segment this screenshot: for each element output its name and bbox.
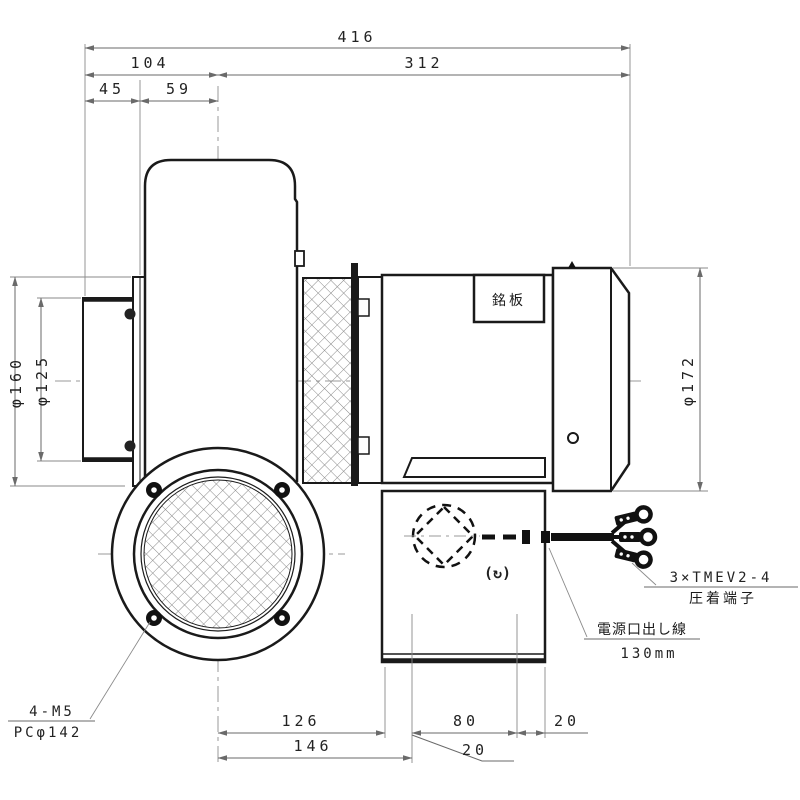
dim-312-text: 312 [404,54,443,72]
drain-hole [567,432,579,444]
dim-104-text: 104 [130,54,169,72]
dimension-416: 416 [84,28,631,51]
dimension-59: 59 [139,80,219,104]
dim-20-gap-text: 20 [462,741,488,759]
fan-guard-section [302,263,383,486]
grommet-outer [541,531,550,543]
flange-screw-bottom [124,440,136,452]
housing-outline [143,158,299,488]
terminal-type-label: 3×TMEV2-4 [670,570,773,586]
housing-tab [294,250,305,267]
dim-126-text: 126 [281,712,320,730]
inlet-duct-side-view [82,276,148,487]
inlet-duct-walls [83,298,133,461]
dimension-20-end: 20 [516,712,588,736]
terminal-callout: 3×TMEV2-4 圧着端子 [631,562,798,606]
power-lead [404,505,658,569]
dim-phi160-text: φ160 [7,356,25,408]
rotation-mark: (↻) [484,564,511,582]
motor-assembly: 銘板 [380,261,631,493]
dim-45-text: 45 [99,80,125,98]
lead-length-label: 130mm [620,646,677,662]
guard-mesh-side [302,277,354,484]
dimension-phi160: φ160 [7,276,25,487]
inlet-duct [82,297,134,462]
motor-end-cap [551,266,631,493]
mount-screws-label: 4-M5 [29,704,75,720]
mount-pitch-label: PCφ142 [14,725,83,741]
end-cap-screw [568,261,576,268]
crimp-terminal-2 [619,527,658,547]
outlet-box: (↻) [380,489,547,664]
lead-wire-label: 電源口出し線 [597,621,687,637]
dimension-146: 146 [217,737,413,761]
lead-wire-callout: 電源口出し線 130mm [548,547,700,662]
dim-phi172-text: φ172 [679,354,697,406]
bracket-notch-bottom [357,436,370,455]
motor-foot [402,457,546,478]
dimension-phi172: φ172 [679,267,703,492]
scroll-housing [143,158,305,488]
crimp-terminal-3 [614,548,653,569]
dim-20-end-text: 20 [554,712,580,730]
dim-59-text: 59 [166,80,192,98]
flange-screw-top [124,308,136,320]
dim-146-text: 146 [293,737,332,755]
grommet-inner [522,530,530,544]
outlet-duct [380,489,547,664]
dimension-phi125: φ125 [33,297,51,462]
bracket-notch-top [357,298,370,317]
extension-lines [10,44,708,763]
dimension-45: 45 [84,80,141,104]
guard-mesh-front [143,479,293,629]
mounting-flange-plate [351,263,358,486]
dimension-20-gap: 20 [411,734,514,762]
crimp-terminal-1 [614,505,653,526]
dimension-104: 104 [84,54,219,78]
dimension-126: 126 [217,712,386,736]
dim-416-text: 416 [337,28,376,46]
mounting-callout: 4-M5 PCφ142 [8,621,151,741]
nameplate-label: 銘板 [492,292,526,308]
dimension-80: 80 [411,712,518,736]
nameplate-box [472,273,546,324]
dim-80-text: 80 [453,712,479,730]
dim-phi125-text: φ125 [33,354,51,406]
terminal-kind-label: 圧着端子 [689,590,757,606]
inlet-front-view [110,446,326,662]
dimension-312: 312 [217,54,631,78]
